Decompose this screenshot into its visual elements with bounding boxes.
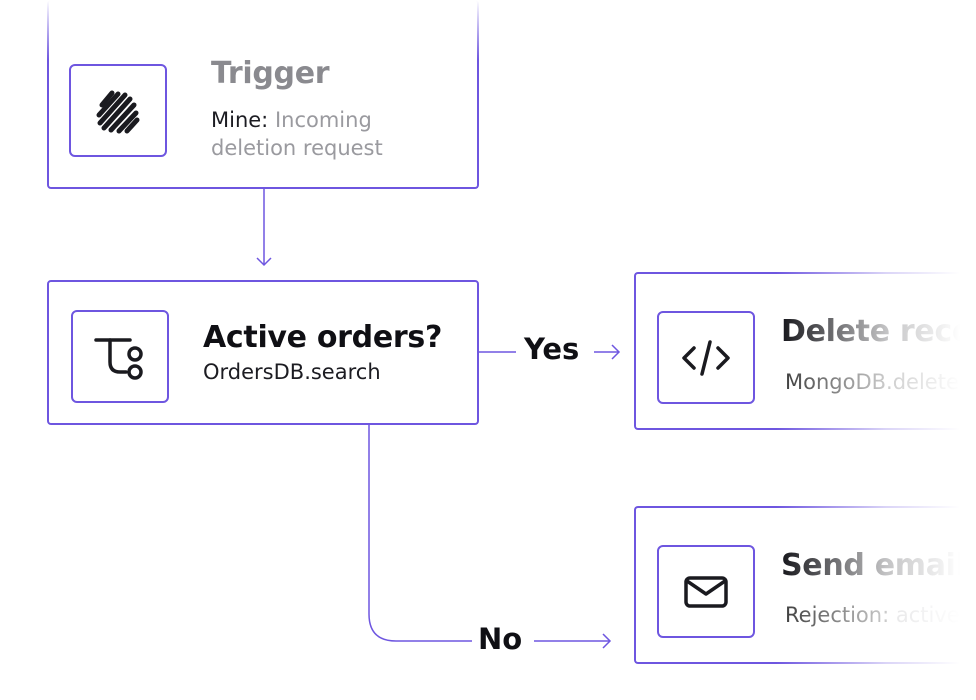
- yes-label: Yes: [518, 332, 586, 366]
- condition-node[interactable]: Active orders? OrdersDB.search: [47, 280, 479, 425]
- email-sub-prefix: Rejection:: [785, 603, 890, 627]
- trigger-node[interactable]: Trigger Mine: Incoming deletion request: [47, 0, 479, 189]
- trigger-sub-prefix: Mine:: [211, 108, 269, 132]
- trigger-sub-line1: Incoming: [274, 108, 372, 132]
- arrowhead-email: [602, 633, 612, 649]
- email-subtitle: Rejection: active: [785, 603, 960, 627]
- email-title: Send email: [781, 548, 966, 583]
- condition-subtitle: OrdersDB.search: [203, 360, 381, 384]
- condition-title: Active orders?: [203, 320, 443, 355]
- delete-subtitle: MongoDB.delete: [785, 370, 959, 394]
- zapier-stripes-icon: [96, 90, 140, 133]
- connector-condition-no: [368, 424, 472, 642]
- branch-icon: [94, 337, 143, 380]
- email-node[interactable]: Send email Rejection: active: [634, 506, 976, 664]
- mail-icon: [684, 575, 728, 608]
- code-icon: [682, 339, 730, 376]
- delete-icon-box: [657, 311, 755, 404]
- arrowhead-delete: [611, 344, 621, 360]
- arrowhead-condition: [256, 257, 272, 267]
- delete-title: Delete reco: [781, 314, 973, 349]
- trigger-icon-box: [69, 64, 167, 157]
- no-label: No: [472, 622, 529, 656]
- condition-icon-box: [71, 310, 169, 403]
- email-sub-rest: active: [895, 603, 960, 627]
- trigger-subtitle: Mine: Incoming deletion request: [211, 106, 383, 162]
- trigger-sub-line2: deletion request: [211, 136, 383, 160]
- delete-node[interactable]: Delete reco MongoDB.delete: [634, 272, 976, 430]
- trigger-title: Trigger: [211, 56, 330, 91]
- email-icon-box: [657, 545, 755, 638]
